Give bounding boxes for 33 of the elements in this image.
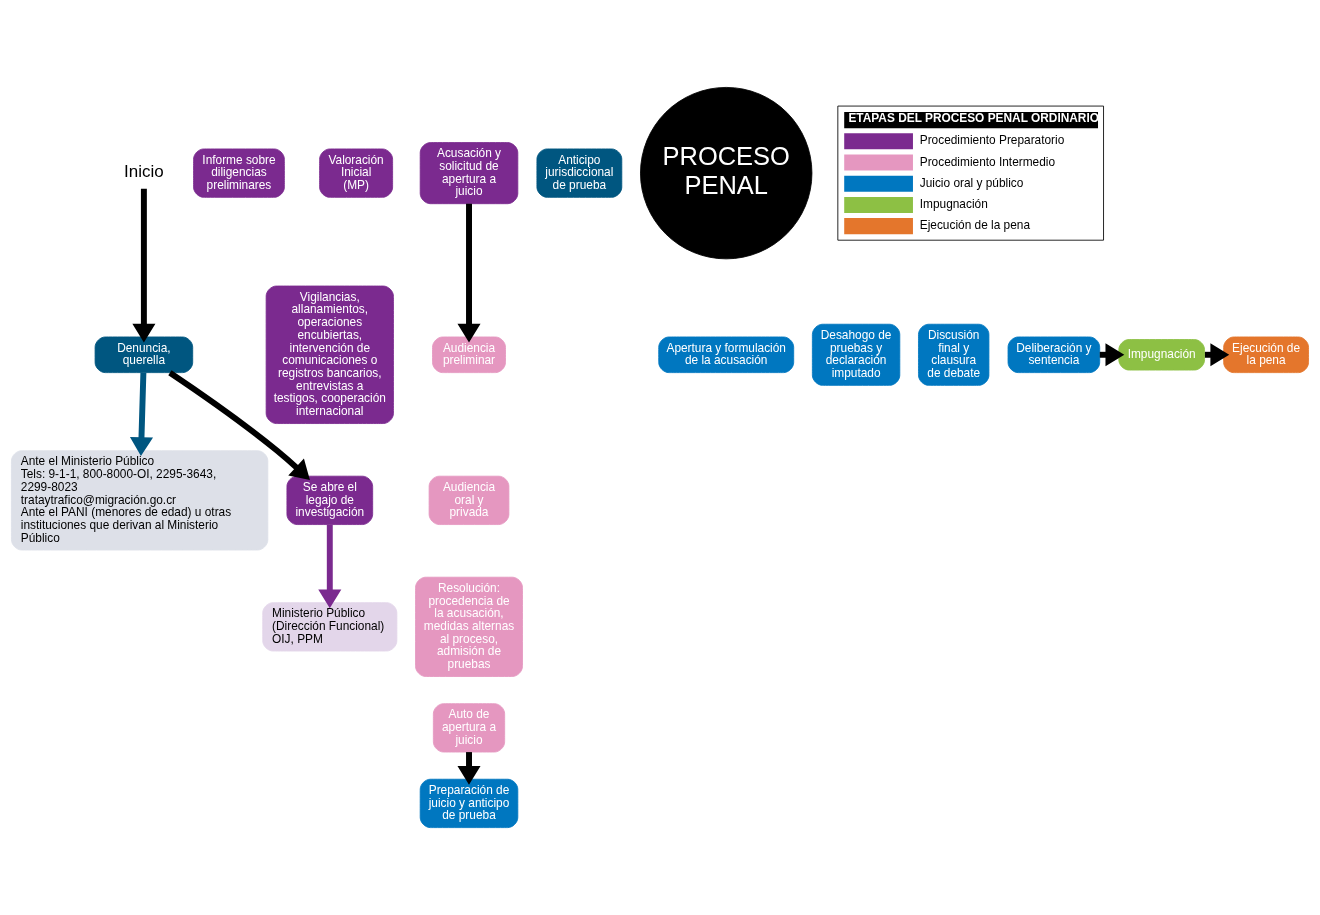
node-box: Acusación y solicitud de apertura a juicio	[419, 142, 519, 205]
legend-label: Juicio oral y público	[919, 175, 1024, 190]
legend-label: Impugnación	[919, 197, 988, 212]
node-box: Apertura y formulación de la acusación	[658, 336, 795, 374]
node-box: Denuncia, querella	[94, 336, 194, 374]
node-text: Inicio	[124, 162, 164, 182]
node-box: Ejecución de la pena	[1223, 336, 1309, 374]
arrow	[129, 372, 153, 457]
node-box: Resolución: procedencia de la acusación, medidas alternas al proceso, admisión de pruebas	[415, 576, 523, 677]
node-box: Desahogo de pruebas y declaración imputado	[811, 323, 901, 386]
arrow	[318, 524, 342, 609]
node-box: Vigilancias, allanamientos, operaciones encubiertas, intervención de comunicaciones o registros bancarios, entrevistas a testigos, cooperación internacional	[265, 285, 394, 424]
label: ETAPAS DEL PROCESO PENAL ORDINARIO	[848, 111, 1099, 126]
node-box: Anticipo jurisdiccional de prueba	[536, 148, 623, 198]
node-box: Valoración Inicial (MP)	[319, 148, 394, 198]
node-box: Deliberación y sentencia	[1007, 336, 1101, 374]
legend-label: Procedimiento Preparatorio	[919, 133, 1065, 148]
node-box: Preparación de juicio y anticipo de prueba	[419, 778, 519, 829]
node-box: Auto de apertura a juicio	[432, 703, 506, 753]
node-box: Discusión final y clausura de debate	[918, 323, 990, 386]
node-box: Audiencia oral y privada	[428, 475, 510, 525]
arrow	[168, 370, 310, 480]
node-box: Audiencia preliminar	[432, 336, 506, 374]
node-box: Ministerio Público (Dirección Funcional) OIJ, PPM	[262, 602, 398, 652]
node-box: Se abre el legajo de investigación	[286, 475, 374, 525]
legend-label: Procedimiento Intermedio	[919, 154, 1056, 169]
legend-label: Ejecución de la pena	[919, 218, 1031, 233]
arrow	[132, 188, 156, 343]
node-box: Impugnación	[1118, 339, 1205, 371]
node-box: Ante el Ministerio Público Tels: 9-1-1, 800-8000-OI, 2295-3643, 2299-8023 trataytrafico@migración.go.cr Ante el PANI (menores de edad) u otras instituciones que derivan al Ministerio Público	[11, 450, 269, 551]
node-box: Informe sobre diligencias preliminares	[193, 148, 285, 198]
arrow	[457, 203, 481, 343]
node-circle: PROCESO PENAL	[640, 86, 813, 260]
